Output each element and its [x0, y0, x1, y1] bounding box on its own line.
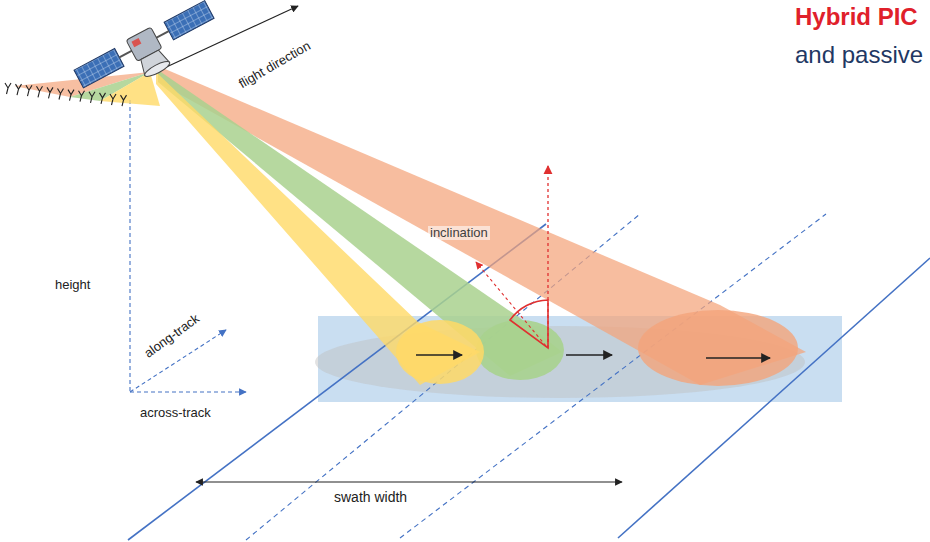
antenna-element [110, 94, 116, 105]
axis-label: flight direction [236, 39, 313, 91]
solar-panel [74, 49, 124, 88]
antenna-element [100, 93, 106, 104]
across-track-axis [130, 391, 246, 392]
antenna-element [58, 89, 64, 100]
solar-panel [164, 1, 214, 40]
dimension-label: swath width [334, 490, 407, 505]
axis-label: across-track [140, 406, 211, 420]
antenna-element [47, 87, 53, 98]
height-axis [129, 100, 130, 392]
antenna-array [5, 83, 127, 106]
orange-footprint [638, 310, 798, 386]
motion-arrow [416, 354, 462, 355]
antenna-element [68, 90, 74, 101]
antenna-element [16, 84, 22, 95]
antenna-element [79, 91, 85, 102]
axis-label: along-track [142, 312, 202, 361]
green-footprint [476, 320, 564, 380]
angle-label: inclination [428, 226, 490, 240]
antenna-element [37, 86, 43, 97]
antenna-element [89, 92, 95, 103]
axis-label: height [55, 278, 90, 292]
satellite [73, 0, 224, 107]
antenna-element [5, 83, 11, 94]
inclination-ray [476, 262, 546, 346]
swath-width-arrow [196, 481, 622, 482]
motion-arrow [706, 357, 770, 358]
orange-beam [158, 66, 806, 385]
left-yellow-fan [100, 72, 160, 106]
antenna-element [121, 95, 127, 106]
antenna-element [26, 85, 32, 96]
motion-arrow [566, 354, 612, 355]
slide-title: Hybrid PIC [795, 4, 918, 30]
slide-subtitle: and passive [795, 42, 923, 68]
yellow-footprint [396, 320, 484, 384]
